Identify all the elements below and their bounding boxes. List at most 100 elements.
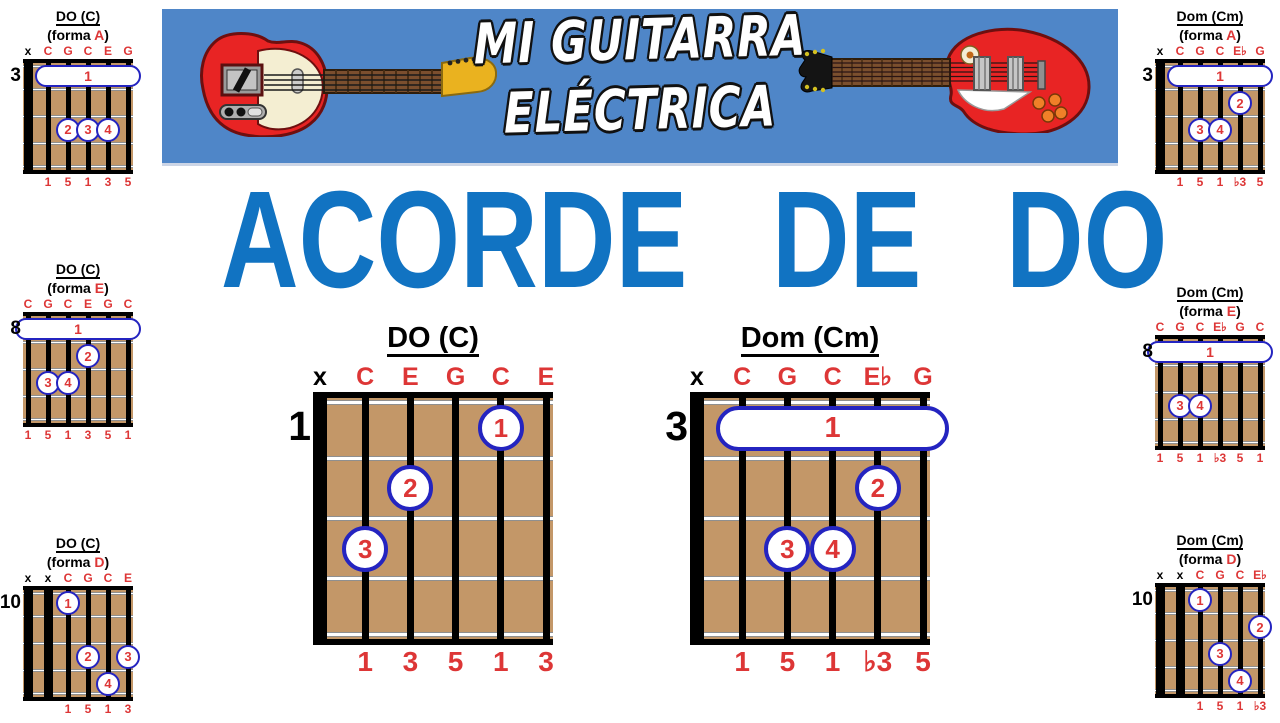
string-line — [45, 59, 51, 174]
string-note-label: G — [123, 44, 133, 58]
string-line — [1197, 335, 1203, 450]
interval-label: 5 — [1196, 175, 1204, 189]
string-note-label: C — [1175, 44, 1185, 58]
string-line — [105, 586, 111, 701]
interval-label: 5 — [779, 646, 796, 677]
page-title: ACORDE DE DO — [220, 163, 1168, 317]
muted-string-label: x — [1156, 44, 1164, 58]
interval-label: 1 — [124, 428, 132, 442]
interval-label: 5 — [447, 646, 464, 677]
fret-wire — [690, 576, 930, 582]
interval-label: 5 — [64, 175, 72, 189]
interval-label: 3 — [104, 175, 112, 189]
fret-wire — [690, 400, 930, 405]
nut-edge — [313, 392, 553, 398]
finger-dot: 3 — [342, 525, 389, 572]
bottom-edge — [1155, 694, 1265, 698]
muted-string-line — [313, 392, 327, 645]
interval-label: 1 — [64, 702, 72, 716]
string-note-label: C — [823, 363, 842, 391]
string-line — [125, 312, 131, 427]
string-line — [1257, 335, 1263, 450]
bottom-edge — [313, 639, 553, 645]
chord-subtitle: (forma E) — [47, 280, 109, 296]
fret-wire — [1155, 364, 1265, 368]
finger-dot: 4 — [96, 671, 120, 696]
string-note-label: E♭ — [1213, 320, 1227, 334]
fret-wire — [23, 115, 133, 118]
string-note-label: C — [733, 363, 752, 391]
finger-dot: 1 — [1188, 588, 1212, 613]
string-note-label: E — [402, 363, 419, 391]
string-line — [1217, 59, 1223, 174]
fret-wire — [23, 668, 133, 672]
muted-string-line — [1155, 583, 1165, 698]
string-note-label: G — [1235, 320, 1245, 334]
finger-dot: 3 — [116, 644, 140, 669]
bottom-edge — [1155, 170, 1265, 174]
string-line — [361, 392, 369, 645]
fret-wire — [23, 341, 133, 345]
string-note-label: C — [356, 363, 375, 391]
string-note-label: E — [537, 363, 555, 391]
finger-dot: 2 — [1248, 615, 1272, 640]
fret-wire — [1155, 639, 1265, 642]
string-note-label: C — [1195, 320, 1205, 334]
string-note-label: E♭ — [1253, 568, 1267, 582]
muted-string-label: x — [44, 571, 52, 585]
fret-wire — [690, 455, 930, 461]
interval-label: 5 — [104, 428, 112, 442]
muted-string-label: x — [690, 363, 704, 391]
barre-finger: 1 — [34, 65, 142, 88]
string-line — [1257, 583, 1263, 698]
string-line — [1257, 59, 1263, 174]
muted-string-line — [23, 586, 33, 701]
interval-label: 5 — [44, 428, 52, 442]
string-line — [1217, 583, 1223, 698]
interval-label: 5 — [1256, 175, 1264, 189]
string-note-label: G — [1215, 568, 1225, 582]
bottom-edge — [23, 170, 133, 174]
string-line — [1177, 335, 1183, 450]
nut-edge — [1155, 335, 1265, 339]
string-note-label: C — [43, 44, 53, 58]
string-note-label: C — [491, 363, 510, 391]
interval-label: ♭3 — [1253, 699, 1267, 713]
fret-wire — [1155, 115, 1265, 118]
interval-label: 1 — [104, 702, 112, 716]
string-line — [1197, 59, 1203, 174]
finger-dot: 2 — [56, 117, 80, 142]
bottom-edge — [23, 697, 133, 701]
nut-edge — [23, 586, 133, 590]
finger-dot: 2 — [76, 644, 100, 669]
string-line — [125, 59, 131, 174]
fret-wire — [1155, 88, 1265, 92]
muted-string-line — [23, 59, 33, 174]
string-note-label: C — [63, 297, 73, 311]
interval-label: 1 — [357, 646, 373, 677]
string-line — [406, 392, 414, 645]
string-note-label: C — [1195, 568, 1205, 582]
string-note-label: G — [777, 363, 798, 391]
finger-dot: 4 — [56, 370, 80, 395]
fret-wire — [23, 394, 133, 398]
interval-label: 1 — [824, 646, 841, 677]
muted-string-line — [690, 392, 704, 645]
fret-wire — [1155, 417, 1265, 421]
interval-label: 1 — [1176, 175, 1184, 189]
fret-number: 10 — [0, 591, 21, 613]
fret-wire — [1155, 589, 1265, 592]
muted-string-line — [43, 586, 53, 701]
string-line — [85, 586, 91, 701]
interval-label: 1 — [1196, 699, 1204, 713]
finger-dot: 1 — [56, 591, 80, 616]
fret-wire — [1155, 612, 1265, 616]
string-line — [452, 392, 460, 645]
interval-label: 1 — [1156, 451, 1164, 465]
